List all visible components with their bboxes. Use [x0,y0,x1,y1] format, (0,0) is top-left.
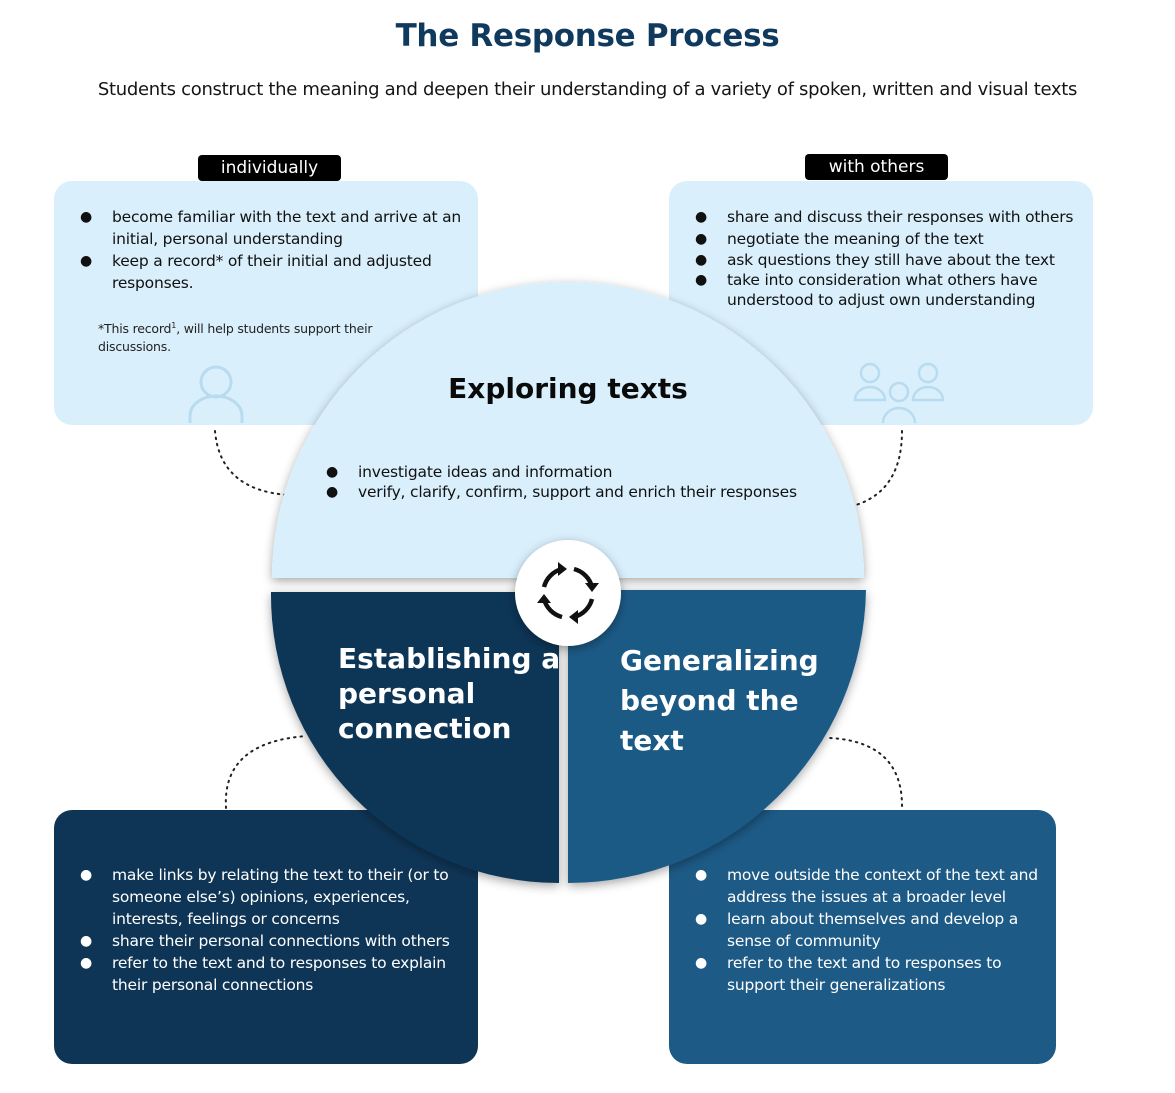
bullet-dot: ● [326,464,339,480]
page-title: The Response Process [395,18,780,54]
bullet-dot: ● [80,933,93,949]
list-item: ●refer to the text and to responses to e… [80,954,446,994]
exploring-segment [272,282,864,578]
bullet-dot: ● [80,253,93,269]
exploring-list: ●investigate ideas and information ●veri… [302,462,862,502]
list-item: ●share their personal connections with o… [80,932,450,950]
with-others-list: ●share and discuss their responses with … [671,206,1081,310]
bullet-dot: ● [695,231,708,247]
page-subtitle: Students construct the meaning and deepe… [97,79,1078,100]
list-item: ●negotiate the meaning of the text [695,230,984,248]
establishing-list: ●make links by relating the text to thei… [56,864,466,996]
list-item: ●move outside the context of the text an… [695,866,1038,906]
exploring-title: Exploring texts [448,372,688,405]
person-icon [188,365,244,423]
bullet-dot: ● [80,867,93,883]
with-others-label: with others [805,154,948,180]
dotted-connectors [214,430,903,809]
bullet-dot: ● [695,911,708,927]
bullet-dot: ● [695,867,708,883]
generalizing-segment [568,590,866,883]
bullet-dot: ● [695,252,708,268]
establishing-box [54,810,478,1064]
generalizing-list: ●move outside the context of the text an… [671,864,1051,996]
list-item: ●share and discuss their responses with … [695,208,1074,226]
center-circle [515,540,621,646]
establishing-title: Establishing a personal connection [338,642,561,745]
individually-list: ●become familiar with the text and arriv… [56,206,466,294]
generalizing-title: Generalizing beyond the text [620,644,819,757]
bullet-dot: ● [695,209,708,225]
list-item: ●refer to the text and to responses to s… [695,954,1002,994]
establishing-segment [270,592,559,883]
list-item: ●make links by relating the text to thei… [80,866,449,928]
list-item: ●keep a record* of their initial and adj… [80,252,432,292]
bullet-dot: ● [695,272,708,288]
bullet-dot: ● [695,955,708,971]
list-item: ●verify, clarify, confirm, support and e… [326,483,797,501]
list-item: ●learn about themselves and develop a se… [695,910,1019,950]
list-item: ●ask questions they still have about the… [695,251,1055,269]
list-item: ●take into consideration what others hav… [695,271,1038,309]
individually-label: individually [198,155,341,181]
record-footnote: *This record1, will help students suppor… [98,321,373,355]
group-icon [853,362,945,424]
cycle-arrows-icon [537,562,599,624]
generalizing-box [669,810,1056,1064]
bullet-dot: ● [80,209,93,225]
bullet-dot: ● [80,955,93,971]
bullet-dot: ● [326,484,339,500]
list-item: ●investigate ideas and information [326,463,613,481]
list-item: ●become familiar with the text and arriv… [80,208,462,248]
